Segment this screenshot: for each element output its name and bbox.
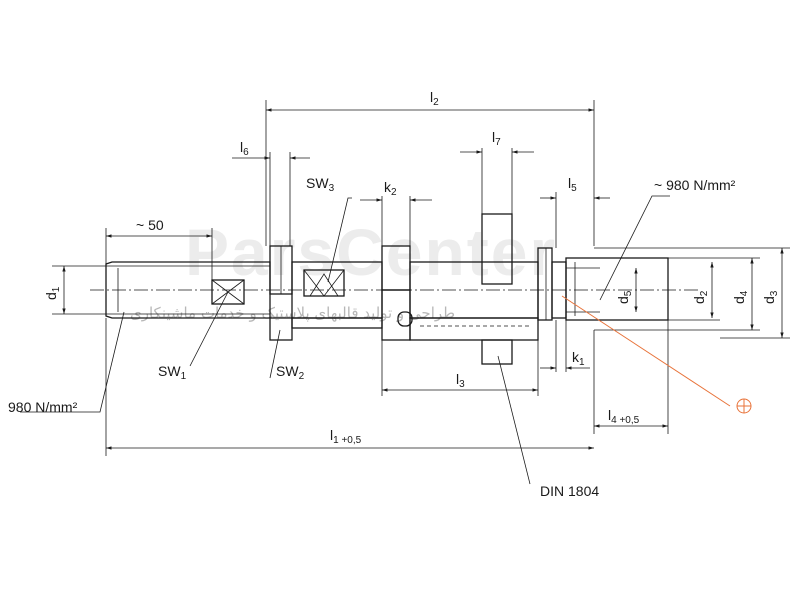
label-l1: l1 +0,5 [330, 427, 362, 446]
label-d1: d1 [43, 286, 62, 300]
watermark-brand: ParsCenter [185, 215, 557, 289]
label-k1: k1 [572, 349, 585, 368]
cross-pin [481, 213, 513, 365]
label-k2: k2 [384, 179, 397, 198]
label-sw2: SW2 [276, 363, 305, 382]
label-l7: l7 [492, 129, 501, 148]
label-din-1804: DIN 1804 [540, 483, 599, 499]
label-sw3: SW3 [306, 175, 335, 194]
sw3-hex [303, 269, 345, 297]
right-pin-d5 [565, 257, 669, 321]
label-l2: l2 [430, 89, 439, 108]
label-l6: l6 [240, 139, 249, 158]
labels: l2 l6 l7 SW3 k2 l5 ~ 980 N/mm² ~ 50 d1 d… [8, 89, 780, 499]
watermark: ParsCenter طراحی و تولید قالبهای پلاستیک… [130, 215, 557, 323]
label-approx-50: ~ 50 [136, 217, 164, 233]
label-l5: l5 [568, 175, 577, 194]
label-l4: l4 +0,5 [608, 407, 640, 426]
label-strength-left: 980 N/mm² [8, 399, 78, 415]
label-d5: d5 [615, 290, 634, 304]
label-sw1: SW1 [158, 363, 187, 382]
hex-nut-sw2 [269, 245, 293, 341]
leader-lines [20, 195, 752, 485]
label-d2: d2 [691, 290, 710, 304]
label-l3: l3 [456, 371, 465, 390]
label-strength-top: ~ 980 N/mm² [654, 177, 736, 193]
label-d4: d4 [731, 290, 750, 304]
dimensions [52, 100, 790, 456]
label-d3: d3 [761, 290, 780, 304]
